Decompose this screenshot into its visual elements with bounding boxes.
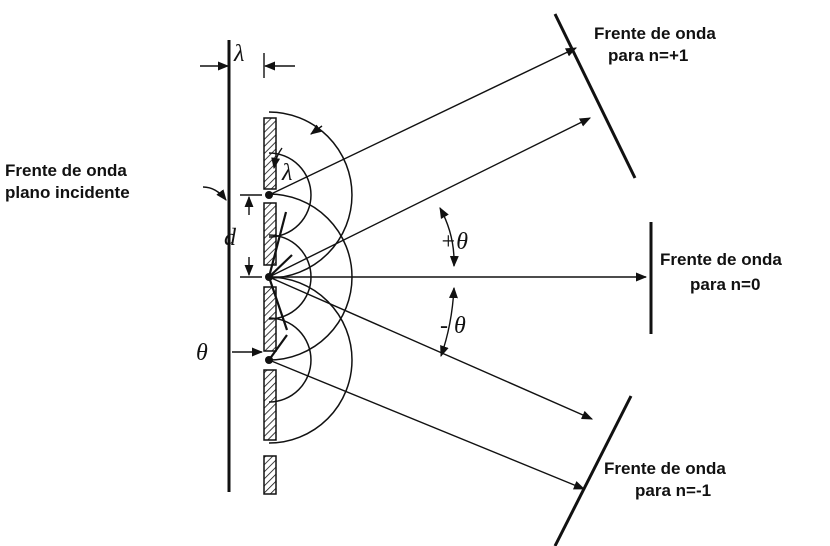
angle-arc-minus (440, 286, 458, 358)
grating-bar (263, 369, 277, 441)
d-dimension (240, 194, 262, 278)
grating (263, 117, 277, 495)
ray-minus1 (268, 359, 586, 490)
incident-label-line1: Frente de onda (5, 161, 127, 180)
front-zero-label-line1: Frente de onda (660, 250, 782, 269)
wavefront-plus1-line (553, 13, 637, 179)
lambda-dimension (200, 53, 295, 78)
wavelet-arc (268, 317, 312, 403)
front-plus1-label-line1: Frente de onda (594, 24, 716, 43)
construction-lines (267, 211, 293, 361)
lambda-arc-symbol: λ (281, 160, 292, 186)
wavelet-arc (268, 276, 353, 444)
wavefront-minus1-line (553, 395, 633, 546)
incident-pointer (202, 186, 227, 201)
grating-bar (263, 202, 277, 266)
wavelet-arc (268, 111, 353, 279)
front-zero-label-line2: para n=0 (690, 275, 760, 294)
d-symbol: d (224, 225, 237, 251)
front-minus1-label-line1: Frente de onda (604, 459, 726, 478)
grating-bar (263, 455, 277, 495)
minus-theta-symbol: - θ (440, 313, 466, 339)
lambda-arc-arrow (271, 147, 283, 170)
lambda-top-symbol: λ (233, 41, 244, 67)
rays (268, 47, 648, 490)
incident-label-line2: plano incidente (5, 183, 130, 202)
theta-left-symbol: θ (196, 340, 208, 366)
angle-arc-plus (439, 207, 459, 268)
front-minus1-label-line2: para n=-1 (635, 481, 711, 500)
ray-plus1 (268, 47, 578, 196)
wavelet-arc (268, 152, 312, 238)
lambda-arc-tick (310, 124, 323, 135)
plus-theta-symbol: +θ (440, 229, 468, 255)
ray-plus1 (268, 117, 592, 278)
ray-minus1 (268, 276, 594, 420)
front-plus1-label-line2: para n=+1 (608, 46, 688, 65)
